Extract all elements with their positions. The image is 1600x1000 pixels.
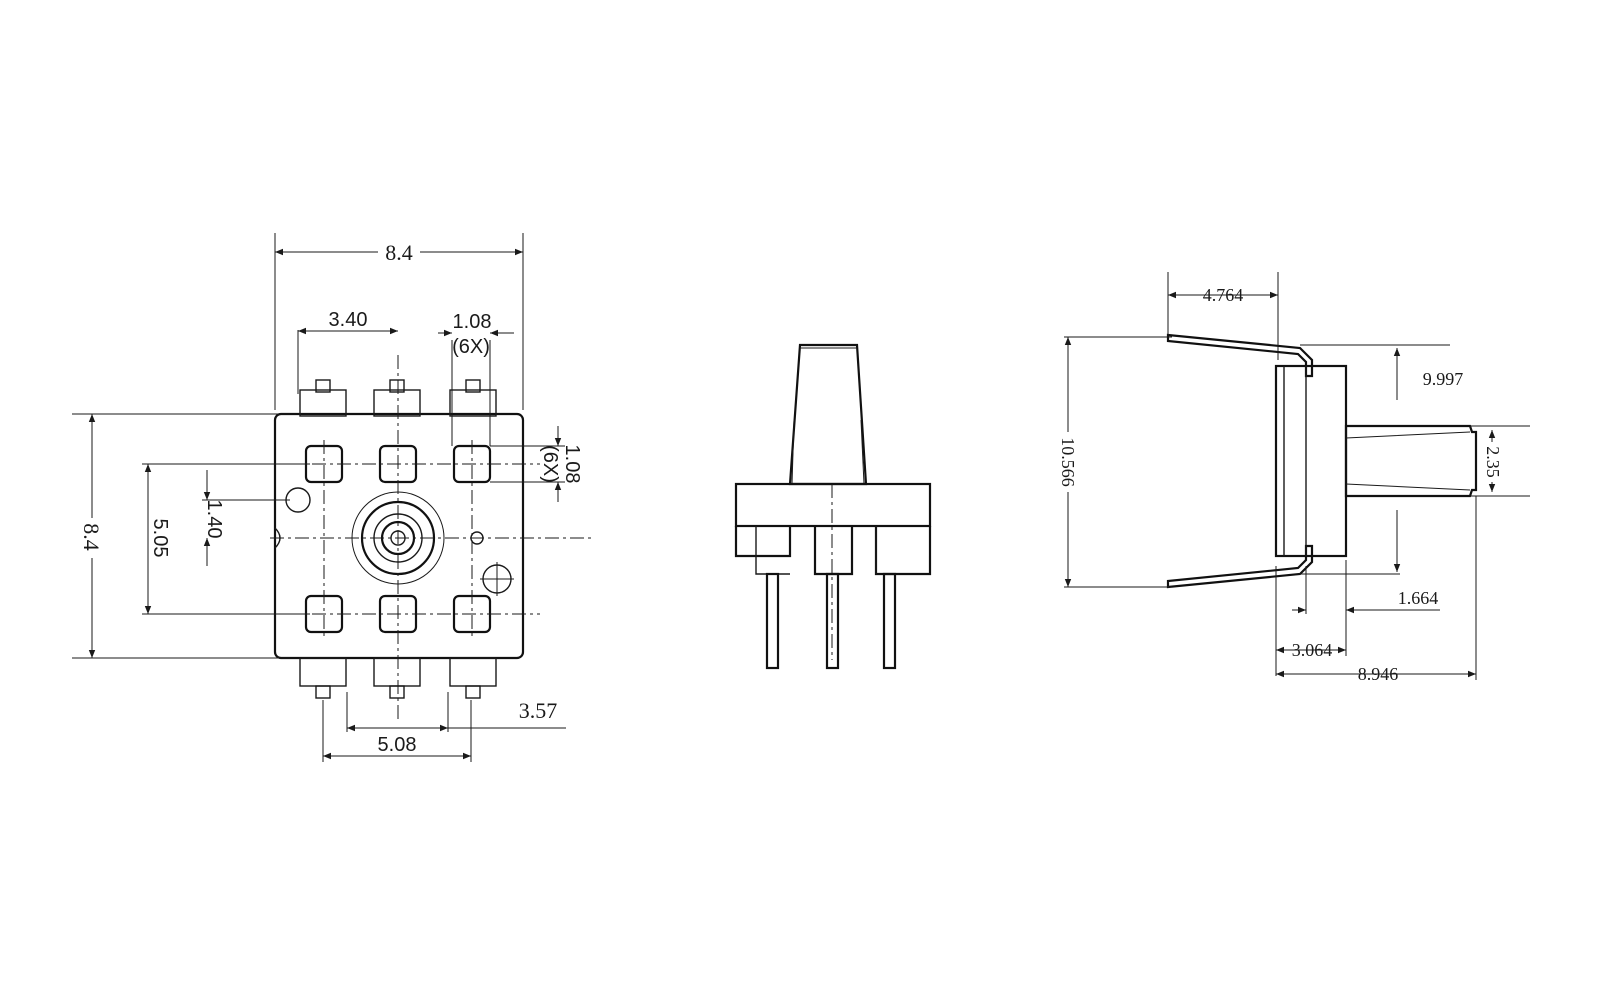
base-thickness-dimension: 1.664	[1398, 588, 1439, 608]
row-spacing-dimension: 5.05	[149, 519, 171, 558]
flange-depth-dimension: 4.764	[1203, 285, 1244, 305]
pad-count-dimension: (6X)	[452, 336, 490, 358]
elevation-view	[734, 343, 932, 670]
flange-height-dimension: 9.997	[1423, 369, 1464, 389]
port-diameter-dimension: 2.35	[1483, 446, 1503, 478]
port-nozzle	[788, 343, 868, 486]
offset-dimension: 1.40	[203, 500, 225, 539]
pin-blocks	[734, 526, 932, 576]
sensor-body-side	[734, 482, 932, 528]
outer-span-dimension: 3.57	[519, 698, 558, 723]
width-dimension: 8.4	[385, 240, 413, 265]
sensor-body-outline	[273, 412, 525, 660]
side-port	[1344, 424, 1478, 498]
pad-size-dimension: 1.08	[453, 311, 492, 333]
side-view: 4.764 10.566 9.997 2.35 1.664 3.064 8.94…	[1058, 272, 1530, 684]
overall-length-dimension: 8.946	[1358, 664, 1399, 684]
pin-span-dimension: 5.08	[378, 734, 417, 756]
body-depth-dimension: 3.064	[1292, 640, 1333, 660]
pins	[765, 572, 897, 670]
pitch-top-dimension: 3.40	[329, 309, 368, 331]
front-view: 8.4 3.40 1.08 (6X) 1.08 (6X) 8.4 5.05 1.…	[72, 233, 595, 762]
bottom-terminals	[299, 657, 497, 699]
height-dimension: 8.4	[79, 523, 104, 551]
body-height-dimension: 10.566	[1058, 437, 1078, 487]
lower-flange	[1166, 544, 1314, 589]
body-block	[1274, 364, 1348, 558]
pad-count-side-dimension: (6X)	[539, 445, 561, 483]
upper-flange	[1166, 333, 1314, 378]
pad-size-side-dimension: 1.08	[561, 445, 583, 484]
top-terminals	[299, 379, 497, 417]
